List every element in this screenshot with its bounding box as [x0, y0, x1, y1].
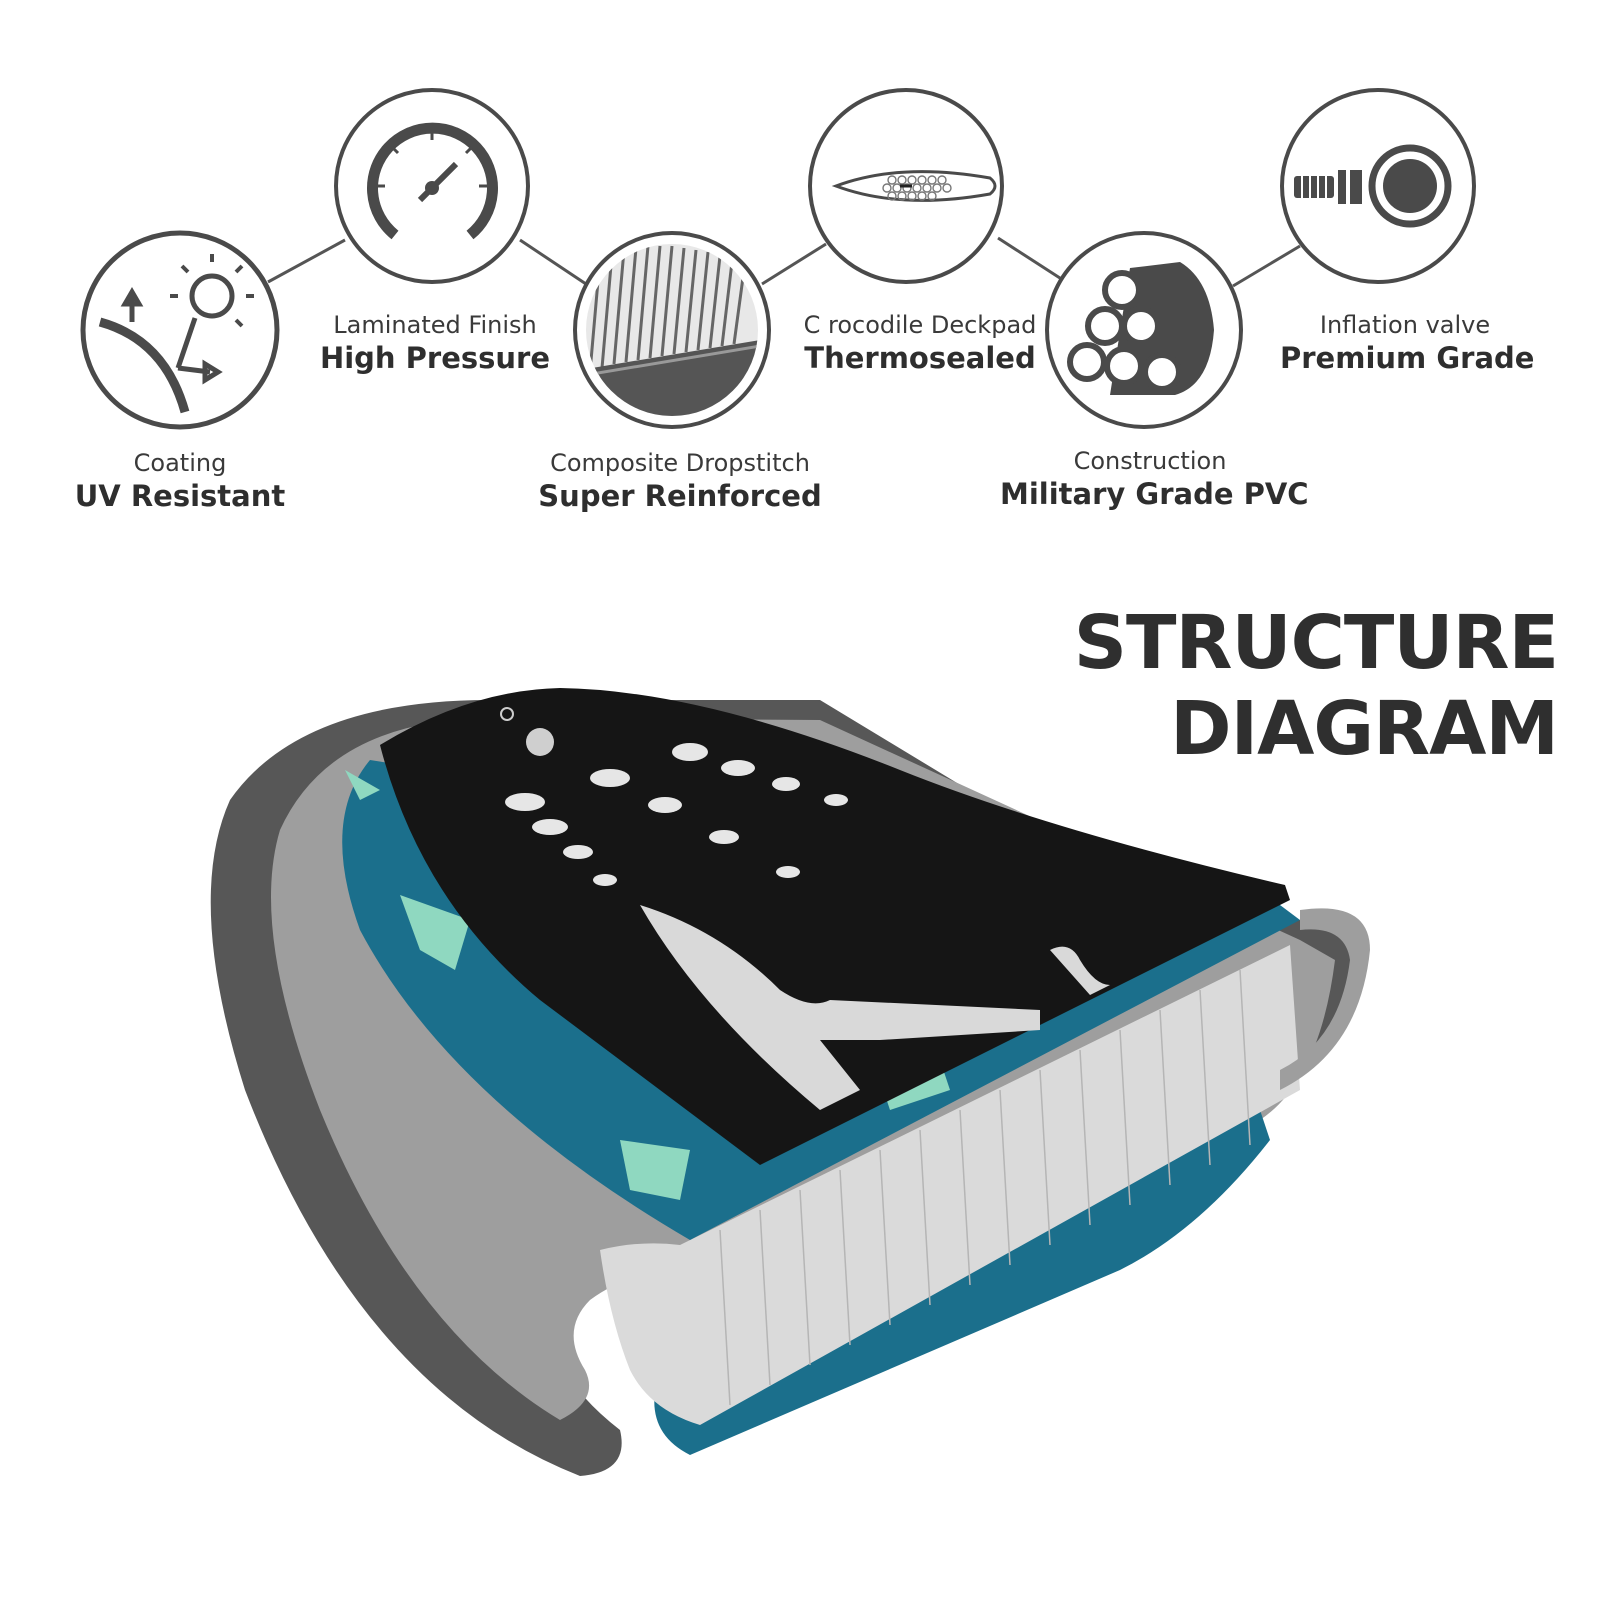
deckpad-dots — [505, 743, 848, 886]
feature-dropstitch-big: Super Reinforced — [538, 479, 822, 513]
pressure-gauge-icon — [334, 88, 530, 284]
deck-stripe — [640, 905, 1040, 1110]
page-title: STRUCTURE DIAGRAM — [1073, 600, 1559, 772]
sun-uv-icon — [80, 230, 280, 430]
feature-pressure-big: High Pressure — [319, 341, 551, 375]
right-curl — [1280, 908, 1370, 1090]
valve-on-board — [526, 728, 554, 756]
feature-valve-label: Inflation valve Premium Grade — [1280, 310, 1535, 376]
feature-uv-small: Coating — [133, 449, 227, 477]
connector-lines — [267, 236, 1301, 288]
feature-pvc-big: Military Grade PVC — [1000, 477, 1309, 511]
board-cross-section — [210, 688, 1370, 1476]
feature-uv-big: UV Resistant — [74, 479, 286, 513]
pvc-tubes-icon — [1045, 231, 1243, 429]
deckpad-board-icon — [808, 88, 1004, 284]
logo-mark — [500, 707, 514, 721]
feature-pvc-label: Construction Military Grade PVC — [1000, 446, 1309, 512]
feature-deckpad-label: C rocodile Deckpad Thermosealed — [790, 310, 1050, 376]
dropstitch-lines — [719, 969, 1251, 1406]
feature-uv-label: Coating UV Resistant — [60, 448, 300, 514]
feature-pressure-label: Laminated Finish High Pressure — [310, 310, 560, 376]
inflation-valve-icon — [1280, 88, 1476, 284]
dropstitch-core — [600, 945, 1300, 1425]
deck-stripe-small — [1050, 946, 1110, 995]
feature-deckpad-small: C rocodile Deckpad — [803, 311, 1037, 339]
feature-pvc-small: Construction — [1073, 447, 1227, 475]
feature-deckpad-big: Thermosealed — [804, 341, 1036, 375]
feature-pressure-small: Laminated Finish — [333, 311, 537, 339]
dropstitch-icon — [573, 231, 771, 429]
bottom-print-layer — [654, 1110, 1270, 1455]
feature-valve-big: Premium Grade — [1280, 341, 1535, 375]
feature-dropstitch-small: Composite Dropstitch — [550, 449, 810, 477]
deckpad — [380, 688, 1290, 1165]
feature-dropstitch-label: Composite Dropstitch Super Reinforced — [530, 448, 830, 514]
feature-valve-small: Inflation valve — [1319, 311, 1491, 339]
